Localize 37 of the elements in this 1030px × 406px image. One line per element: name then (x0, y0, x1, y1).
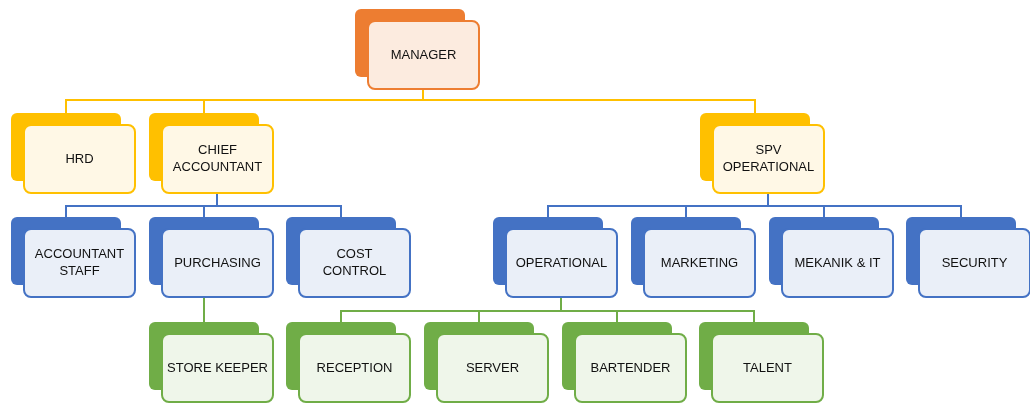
org-chart-box (631, 217, 755, 298)
box-label: SPV OPERATIONAL (721, 142, 816, 176)
box-label: PURCHASING (173, 254, 262, 272)
org-chart-box (149, 113, 273, 194)
box-label: CHIEF ACCOUNTANT (171, 142, 264, 176)
org-chart-box (493, 217, 617, 298)
connector-line (560, 297, 755, 323)
connector-line (203, 297, 205, 323)
box-label: OPERATIONAL (514, 254, 609, 272)
box-label: ACCOUNTANT STAFF (33, 246, 126, 280)
box-label: MARKETING (659, 254, 740, 272)
org-chart-box (769, 217, 893, 298)
box-label: MANAGER (389, 46, 458, 64)
org-chart-box (562, 322, 686, 403)
org-chart-box (700, 113, 824, 194)
org-chart-box (11, 113, 135, 194)
box-label: MEKANIK & IT (793, 254, 882, 272)
org-chart-box (355, 9, 479, 90)
org-chart-box (11, 217, 135, 298)
org-chart-box (424, 322, 548, 403)
box-label: TALENT (742, 359, 793, 377)
box-label: STORE KEEPER (166, 359, 269, 377)
box-label: SERVER (464, 359, 521, 377)
box-label: RECEPTION (315, 359, 394, 377)
connector-line (422, 89, 756, 114)
org-chart-box (906, 217, 1030, 298)
connector-line (216, 193, 342, 218)
org-chart-box (699, 322, 823, 403)
box-label: SECURITY (940, 254, 1009, 272)
box-label: COST CONTROL (321, 246, 388, 280)
org-chart-box (286, 217, 410, 298)
org-chart-box (149, 322, 273, 403)
box-label: HRD (64, 150, 95, 168)
org-chart-box (149, 217, 273, 298)
org-chart-box (286, 322, 410, 403)
box-label: BARTENDER (589, 359, 672, 377)
connector-line (767, 193, 962, 218)
